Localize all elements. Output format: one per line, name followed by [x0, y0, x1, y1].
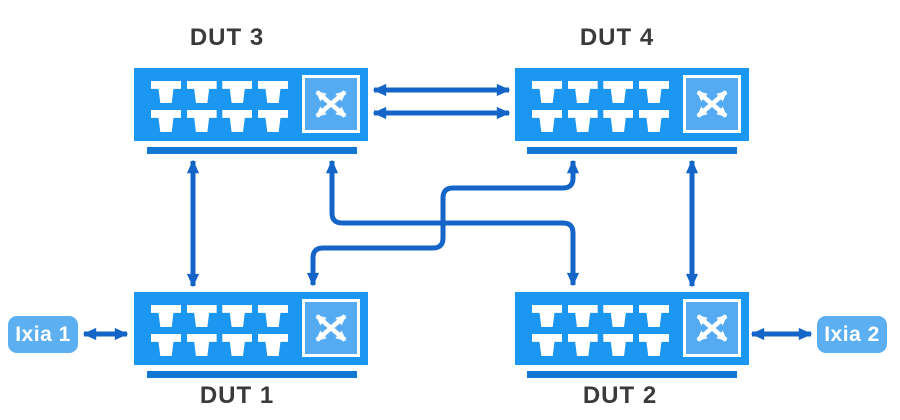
ixia2-node: Ixia 2 [817, 316, 887, 353]
network-port-icon [186, 81, 217, 103]
dut2-node [515, 292, 749, 365]
dut3-node [134, 68, 368, 141]
network-port-icon [532, 305, 562, 327]
dut1-ports [151, 305, 288, 356]
network-port-icon [567, 305, 598, 327]
dut2-ports [532, 305, 669, 356]
network-port-icon [638, 110, 669, 132]
network-port-icon [222, 305, 253, 327]
network-port-icon [151, 305, 181, 327]
network-port-icon [222, 110, 253, 132]
network-port-icon [603, 81, 634, 103]
crossbar-switch-icon [302, 75, 360, 133]
network-port-icon [151, 110, 181, 132]
crossbar-switch-icon [302, 299, 360, 357]
network-port-icon [603, 110, 634, 132]
network-port-icon [603, 305, 634, 327]
ixia1-node: Ixia 1 [8, 316, 78, 353]
network-port-icon [532, 81, 562, 103]
dut2-label: DUT 2 [582, 382, 658, 409]
network-port-icon [222, 334, 253, 356]
link-dut4-dut1 [306, 159, 580, 287]
network-port-icon [257, 334, 288, 356]
dut1-label: DUT 1 [199, 382, 275, 409]
dut1-node [134, 292, 368, 365]
dut4-ports [532, 81, 669, 132]
network-port-icon [532, 334, 562, 356]
crossbar-switch-icon [683, 299, 741, 357]
link-dut3-dut2 [325, 159, 580, 287]
crossbar-switch-icon [683, 75, 741, 133]
network-port-icon [186, 334, 217, 356]
dut4-underline [527, 147, 737, 154]
network-port-icon [151, 334, 181, 356]
dut3-ports [151, 81, 288, 132]
dut4-node [515, 68, 749, 141]
network-port-icon [567, 110, 598, 132]
dut3-label: DUT 3 [189, 24, 265, 51]
network-port-icon [257, 81, 288, 103]
network-port-icon [638, 334, 669, 356]
dut3-underline [147, 147, 357, 154]
network-port-icon [532, 110, 562, 132]
network-port-icon [222, 81, 253, 103]
network-port-icon [257, 110, 288, 132]
dut4-label: DUT 4 [579, 24, 655, 51]
network-port-icon [257, 305, 288, 327]
network-port-icon [186, 305, 217, 327]
network-port-icon [638, 305, 669, 327]
network-port-icon [151, 81, 181, 103]
network-port-icon [603, 334, 634, 356]
network-port-icon [567, 334, 598, 356]
network-port-icon [186, 110, 217, 132]
dut2-underline [527, 371, 737, 378]
dut1-underline [147, 371, 357, 378]
network-port-icon [567, 81, 598, 103]
network-port-icon [638, 81, 669, 103]
